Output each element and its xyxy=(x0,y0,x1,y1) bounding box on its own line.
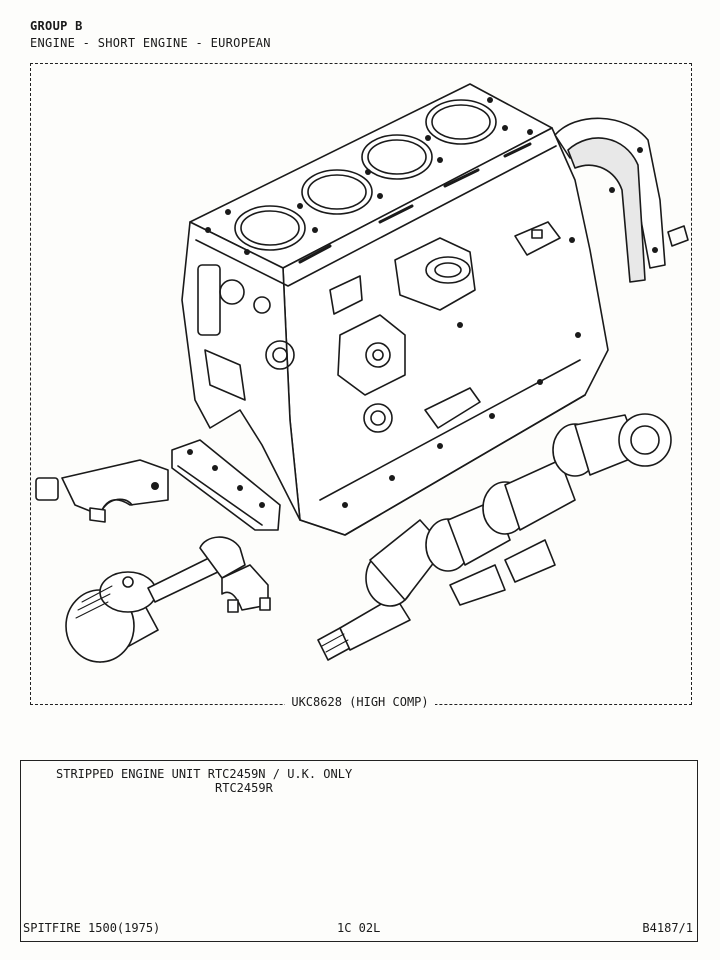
group-title: GROUP B xyxy=(30,19,83,33)
parts-line-1: STRIPPED ENGINE UNIT RTC2459N / U.K. ONL… xyxy=(56,767,353,781)
footer-ref: B4187/1 xyxy=(642,921,693,935)
parts-line-2: RTC2459R xyxy=(215,781,273,795)
front-main-cap xyxy=(171,439,281,531)
engine-block xyxy=(181,83,609,536)
rear-oil-seal-housing xyxy=(554,117,689,283)
section-subtitle: ENGINE - SHORT ENGINE - EUROPEAN xyxy=(30,36,271,50)
parts-box: STRIPPED ENGINE UNIT RTC2459N / U.K. ONL… xyxy=(20,760,698,942)
engine-exploded-diagram xyxy=(35,83,689,663)
footer-page: 1C 02L xyxy=(337,921,381,935)
crankshaft xyxy=(317,413,672,661)
main-bearing-cap xyxy=(35,459,169,523)
footer-model: SPITFIRE 1500(1975) xyxy=(23,921,161,935)
connecting-rod xyxy=(147,536,271,613)
piston xyxy=(65,571,159,663)
diagram-caption: UKC8628 (HIGH COMP) xyxy=(0,695,720,709)
